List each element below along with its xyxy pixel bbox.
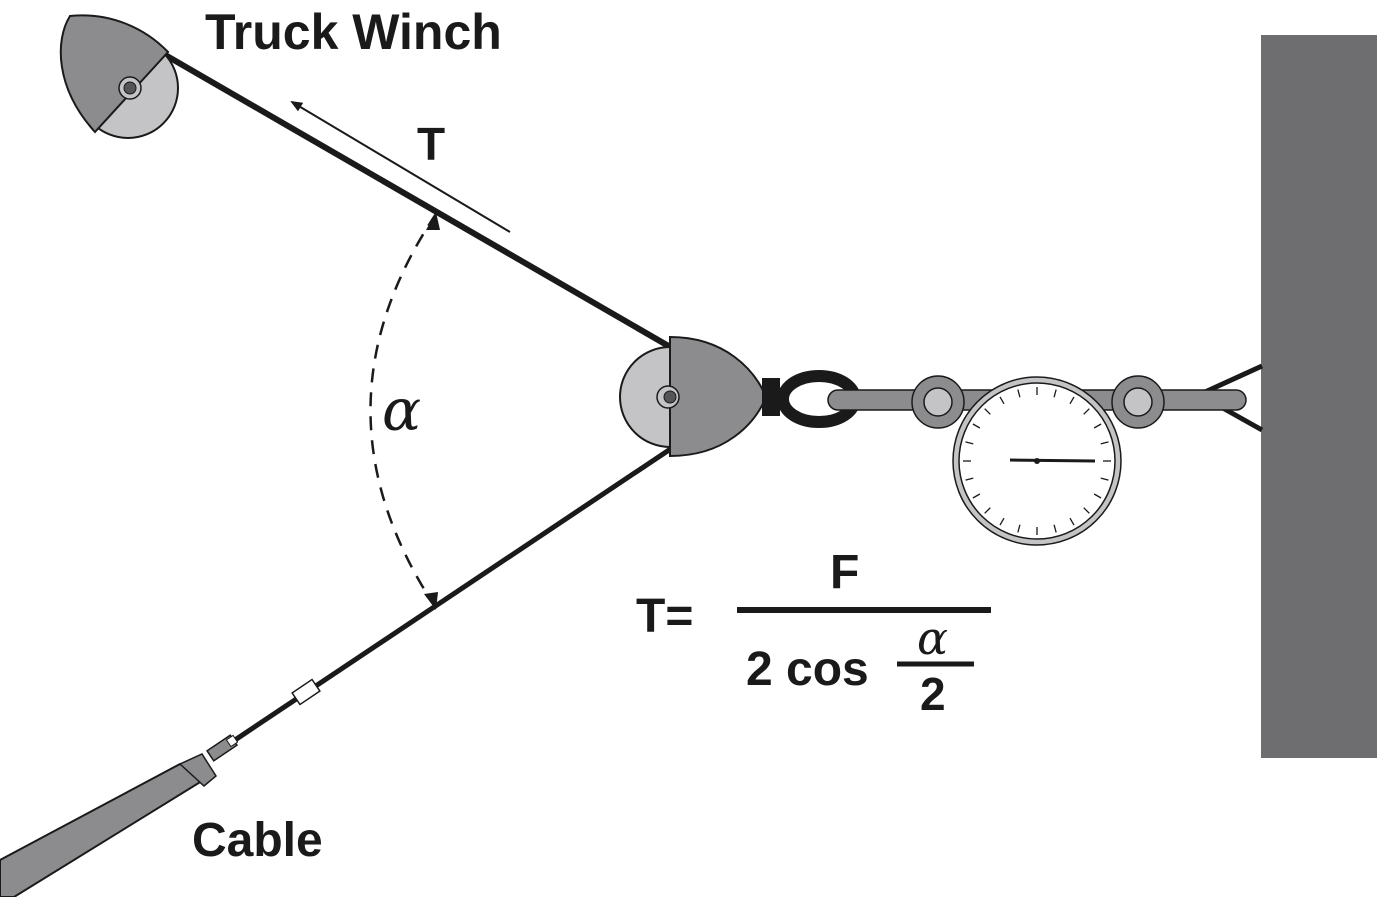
formula-inner-denominator: 2 — [920, 668, 946, 720]
cable-label: Cable — [192, 814, 323, 867]
gauge-tick — [1093, 423, 1102, 429]
gauge-tick — [1100, 441, 1109, 445]
gauge-tick — [1053, 389, 1057, 398]
angle-arc — [369, 213, 438, 609]
gauge-tick — [1053, 524, 1057, 533]
angle-arrowhead-bottom — [424, 592, 438, 610]
tension-formula: T= F 2 cos α 2 — [636, 546, 991, 720]
tension-label: T — [417, 118, 445, 170]
gauge-tick — [984, 408, 991, 415]
formula-denominator-prefix: 2 cos — [746, 643, 869, 696]
gauge-tick — [1017, 389, 1021, 398]
gauge-tick — [965, 441, 974, 445]
gauge-tick — [972, 493, 981, 499]
tension-arrow — [290, 100, 511, 233]
dynamometer — [827, 375, 1247, 546]
formula-numerator: F — [830, 546, 859, 599]
truck-winch-drum — [59, 14, 179, 139]
gauge-tick — [1083, 408, 1090, 415]
gauge-tick — [1100, 477, 1109, 481]
gauge-dial — [952, 376, 1122, 546]
gauge-tick — [1017, 524, 1021, 533]
upper-cable — [158, 49, 674, 351]
cable-ferrule — [291, 678, 321, 706]
gauge-tick — [1093, 493, 1102, 499]
gauge-tick — [965, 477, 974, 481]
formula-inner-numerator: α — [917, 611, 948, 665]
gauge-tick — [1069, 396, 1075, 405]
truck-winch-label: Truck Winch — [205, 4, 502, 60]
gauge-tick — [1069, 517, 1075, 526]
gauge-tick — [972, 423, 981, 429]
gauge-tick — [984, 507, 991, 514]
angle-label: α — [382, 376, 421, 444]
formula-lhs: T= — [636, 590, 693, 643]
gauge-tick — [1083, 507, 1090, 514]
wall-anchor — [1261, 35, 1377, 758]
gauge-tick — [999, 396, 1005, 405]
angle-arrowhead-top — [426, 212, 440, 230]
cable-terminal — [0, 734, 239, 897]
gauge-needle — [1009, 458, 1096, 463]
pulley-block — [619, 335, 768, 458]
gauge-tick — [999, 517, 1005, 526]
